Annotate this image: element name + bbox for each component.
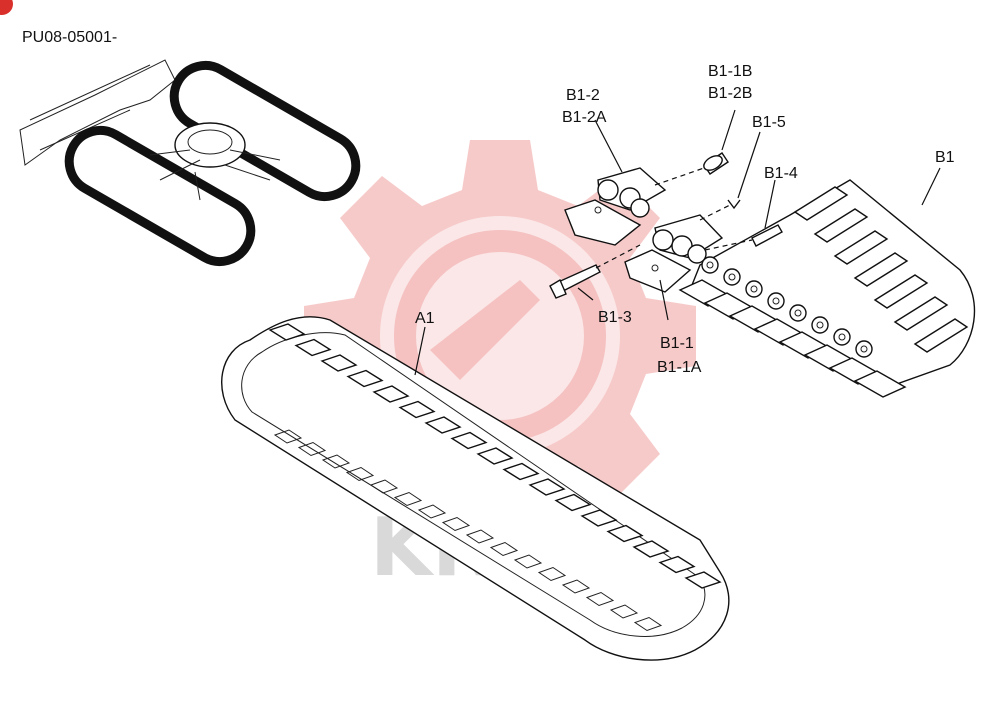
track-lug	[580, 509, 618, 527]
track-lug	[398, 400, 436, 419]
corner-badge-icon	[0, 0, 13, 15]
chain-link-pin	[750, 285, 758, 293]
track-lug	[294, 338, 332, 357]
chain-link-pin	[728, 273, 736, 281]
track-lug	[320, 354, 358, 372]
track-inner-lug	[297, 441, 327, 457]
steel-track-b1	[678, 179, 976, 398]
chain-link-pin	[816, 321, 824, 329]
track-inner-lug	[585, 591, 615, 607]
track-inner-lug	[369, 479, 399, 494]
pin-b1-1b	[703, 152, 729, 175]
callout-b1-4: B1-4	[764, 165, 798, 182]
track-lug	[554, 493, 592, 512]
callout-b1-1b: B1-1B	[708, 63, 752, 80]
chain-link	[833, 328, 851, 346]
track-inner-lug	[345, 466, 375, 482]
track-shoe	[833, 230, 889, 265]
track-inner-lug	[321, 454, 351, 469]
track-lug	[606, 524, 644, 543]
chain-link-pin	[706, 261, 714, 269]
track-lug	[632, 540, 670, 558]
track-shoe	[873, 274, 929, 309]
track-lug	[346, 369, 384, 388]
chain-link-pin	[838, 333, 846, 341]
callout-b1-1a: B1-1A	[657, 359, 702, 376]
track-lug	[528, 478, 566, 496]
chain-link	[789, 304, 807, 322]
track-shoe	[793, 186, 849, 221]
track-inner-lug	[561, 579, 591, 594]
track-shoe	[853, 252, 909, 287]
link-assembly-b1-1	[624, 214, 724, 293]
track-lug	[424, 416, 462, 434]
callout-b1-2: B1-2	[566, 87, 600, 104]
track-inner-lug	[489, 541, 519, 557]
track-lug	[502, 462, 540, 481]
pin-b1-3	[549, 264, 601, 299]
callout-a1: A1	[415, 310, 435, 327]
callout-b1-2a: B1-2A	[562, 109, 607, 126]
pin-b1-4	[751, 224, 783, 247]
track-shoe	[853, 370, 907, 398]
track-lug	[450, 431, 488, 450]
chain-link-pin	[772, 297, 780, 305]
track-lug	[658, 555, 696, 574]
track-shoes-bottom	[678, 279, 907, 398]
track-shoes-top	[793, 186, 969, 353]
chain-link	[767, 292, 785, 310]
callout-b1-2b: B1-2B	[708, 85, 752, 102]
rubber-track-a1	[221, 316, 730, 661]
chain-link-pin	[860, 345, 868, 353]
link-assembly-b1-2	[564, 167, 667, 246]
track-shoe	[913, 318, 969, 353]
track-shoe	[893, 296, 949, 331]
callout-b1-3: B1-3	[598, 309, 632, 326]
chain-link-pin	[794, 309, 802, 317]
clip-b1-5	[727, 199, 741, 210]
callout-b1: B1	[935, 149, 955, 166]
track-inner-lug	[465, 529, 495, 544]
track-inner-lug	[393, 491, 423, 507]
chain-link	[811, 316, 829, 334]
track-inner-lug	[441, 516, 471, 532]
track-lug	[684, 571, 722, 589]
chain-link	[723, 268, 741, 286]
overview-track-left	[64, 126, 256, 266]
track-inner-lug	[609, 604, 639, 619]
callout-b1-1: B1-1	[660, 335, 694, 352]
chain-link	[701, 256, 719, 274]
track-chain-links	[701, 256, 873, 358]
track-inner-lug	[513, 554, 543, 569]
callout-b1-5: B1-5	[752, 114, 786, 131]
overview-track-right	[169, 61, 361, 201]
track-inner-lug	[417, 504, 447, 519]
track-inner-lug	[537, 566, 567, 582]
track-shoe	[813, 208, 869, 243]
track-inner-lug	[273, 429, 303, 444]
track-lug	[372, 385, 410, 403]
machine-overview-drawing	[19, 59, 361, 266]
track-lugs	[268, 323, 722, 589]
track-lug	[268, 323, 306, 341]
chain-link	[855, 340, 873, 358]
chain-link	[745, 280, 763, 298]
reference-code: PU08-05001-	[22, 29, 117, 46]
track-lug	[476, 447, 514, 465]
track-inner-lugs	[273, 429, 663, 632]
track-inner-lug	[633, 616, 663, 632]
